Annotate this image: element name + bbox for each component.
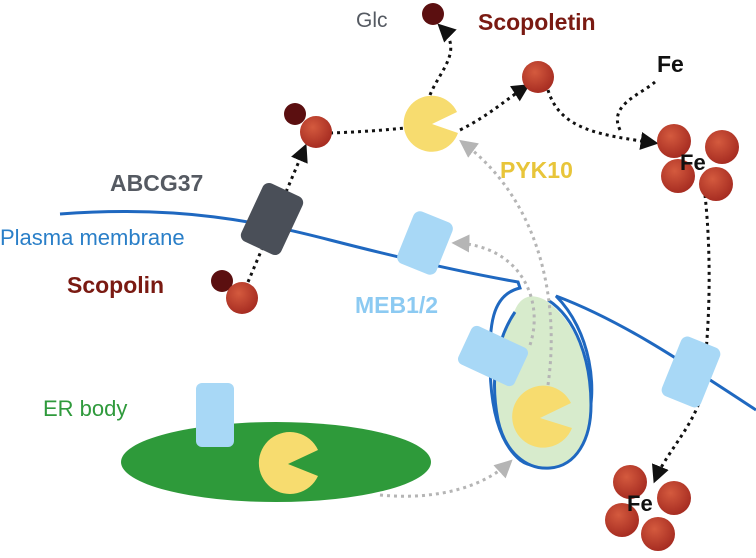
plasma-membrane-line — [59, 210, 756, 468]
scopoletin-ball — [522, 61, 554, 93]
fe-label-lower-cluster: Fe — [627, 491, 653, 516]
fe-lower-ball-3 — [605, 503, 639, 537]
fe-lower-ball-2 — [657, 481, 691, 515]
pyk10-enzyme-top — [403, 95, 458, 152]
abcg37-label: ABCG37 — [110, 170, 203, 196]
fe-label-top: Fe — [657, 51, 684, 77]
glc-label: Glc — [356, 9, 388, 32]
fe-upper-ball-3 — [661, 159, 695, 193]
route-vesicle-to-meb — [451, 234, 536, 346]
pyk10-enzyme-er — [258, 432, 318, 495]
fe-upper-ball-1 — [657, 124, 691, 158]
abcg37-transporter — [240, 183, 304, 255]
fe-transporter — [661, 336, 721, 408]
exported-scopolin-ball — [300, 116, 332, 148]
route-er-to-vesicle — [379, 459, 513, 498]
flow-to-scopoletin — [459, 84, 531, 132]
plasma-membrane-label: Plasma membrane — [0, 225, 185, 250]
flow-to-glc — [428, 23, 457, 96]
fe-lower-ball-4 — [641, 517, 675, 551]
fe-label-upper-cluster: Fe — [680, 150, 706, 175]
pyk10-label: PYK10 — [500, 157, 573, 183]
meb-vesicle — [458, 325, 528, 387]
vesicle-membrane — [493, 298, 593, 470]
flow-fe-down — [652, 194, 711, 484]
scopolin-label: Scopolin — [67, 272, 164, 298]
fe-upper-ball-4 — [699, 167, 733, 201]
scopolin-ball — [226, 282, 258, 314]
flow-fe-in — [616, 80, 656, 131]
meb-membrane — [397, 211, 453, 275]
flow-to-pyk10 — [329, 126, 406, 135]
exported-glc-ball — [284, 103, 306, 125]
flow-scopoletin-to-fe — [546, 89, 659, 150]
fe-upper-ball-2 — [705, 130, 739, 164]
fe-lower-ball-1 — [613, 465, 647, 499]
er-body-label: ER body — [43, 396, 127, 421]
scopoletin-label: Scopoletin — [478, 9, 596, 35]
pyk10-enzyme-vesicle — [512, 385, 572, 448]
scopolin-glc-ball — [211, 270, 233, 292]
glc-ball — [422, 3, 444, 25]
meb-er-body — [196, 383, 234, 447]
meb-label: MEB1/2 — [355, 292, 438, 318]
